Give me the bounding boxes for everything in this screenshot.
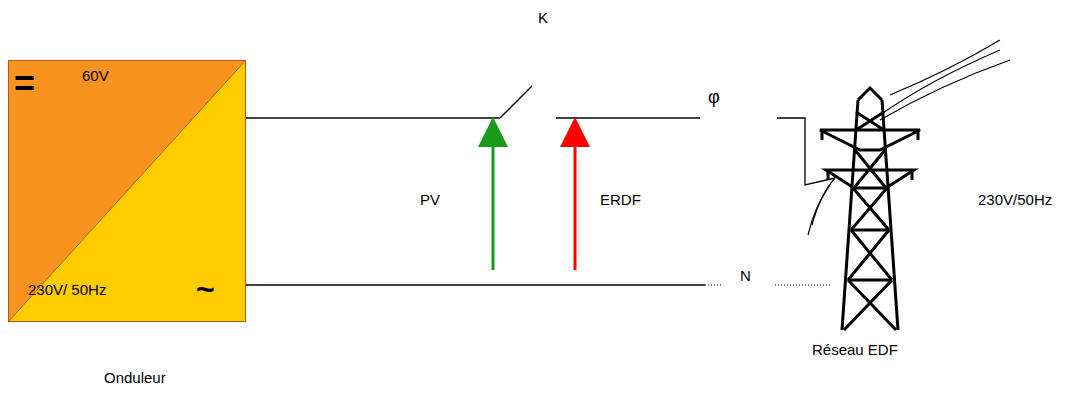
terminal-name: φ (708, 88, 720, 108)
grid-voltage-arrow (574, 132, 577, 270)
signal-name: PV (420, 192, 440, 209)
dc-voltage: 60V (82, 68, 109, 85)
neutral-wire (245, 284, 705, 285)
grid-name: Réseau EDF (812, 342, 898, 359)
signal-name: ERDF (600, 192, 641, 209)
ac-voltage: 230V/ 50Hz (28, 282, 106, 299)
switch-blade (500, 86, 532, 118)
pylon-illustration (820, 88, 920, 330)
terminal-name: N (740, 268, 751, 285)
phase-wire (556, 117, 700, 118)
switch-name: K (538, 10, 548, 27)
dc-symbol: = (14, 64, 35, 104)
inverter-box: = 60V 230V/ 50Hz ~ (8, 60, 246, 322)
pv-voltage-arrow (492, 132, 495, 270)
neutral-wire (775, 285, 830, 286)
phase-wire (777, 118, 835, 185)
phase-wire (245, 117, 500, 118)
neutral-wire (705, 285, 722, 286)
voltage-rating: 230V/50Hz (978, 192, 1052, 209)
device-name: Onduleur (104, 370, 166, 387)
ac-symbol: ~ (196, 272, 215, 307)
